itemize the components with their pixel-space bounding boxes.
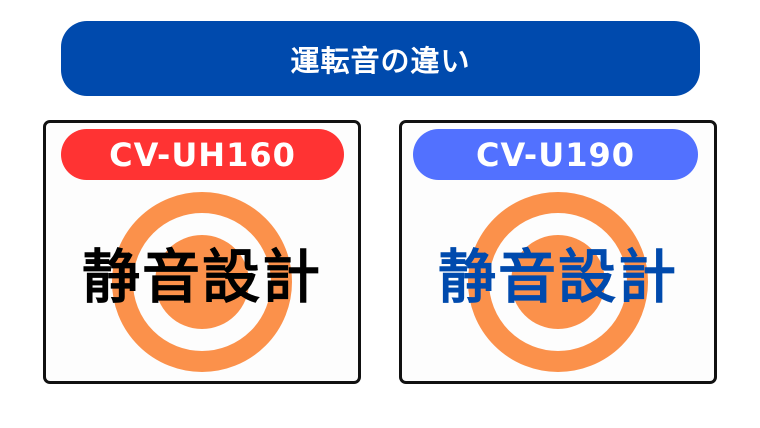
model-label: CV-UH160 — [61, 129, 344, 180]
page-title: 運転音の違い — [290, 43, 471, 78]
model-label: CV-U190 — [413, 129, 698, 180]
product-card-cv-u190: CV-U190 静音設計 — [399, 120, 717, 384]
target-icon — [112, 192, 292, 372]
target-center — [511, 235, 605, 329]
quiet-design-label: 静音設計 — [437, 243, 678, 311]
target-center — [155, 235, 249, 329]
title-banner: 運転音の違い — [61, 21, 700, 96]
target-icon — [468, 192, 648, 372]
product-card-cv-uh160: CV-UH160 静音設計 — [43, 120, 361, 384]
quiet-design-label: 静音設計 — [81, 243, 322, 311]
